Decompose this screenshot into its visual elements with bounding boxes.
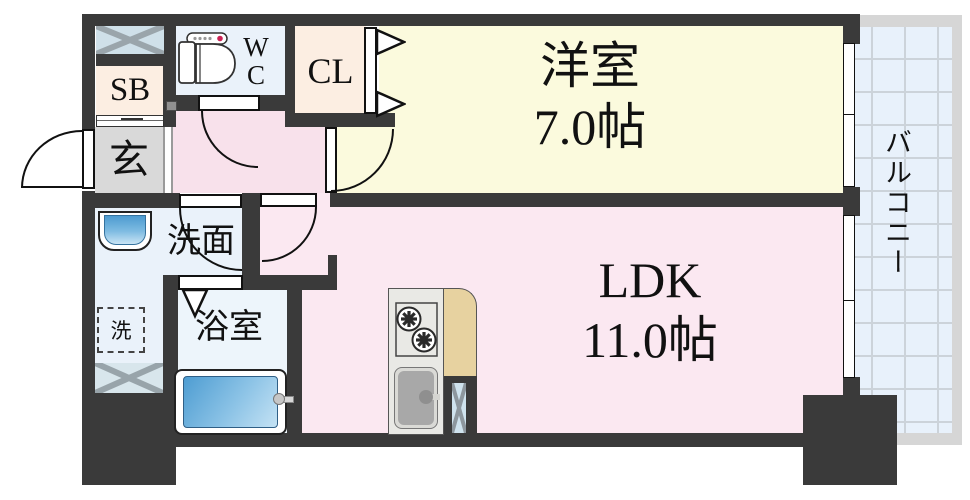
wall: [243, 275, 337, 290]
western-room-floor: [379, 26, 843, 193]
closet-label: CL: [307, 51, 354, 91]
toilet-icon: [178, 32, 236, 84]
wall: [287, 287, 302, 435]
wall: [328, 255, 337, 276]
bathroom-label: 浴室: [195, 309, 263, 346]
wc-door: [198, 95, 260, 111]
door-stop-post: [166, 101, 177, 111]
laundry-label: 洗: [110, 319, 132, 343]
room-name: 洋室: [540, 38, 640, 94]
room-name: LDK: [598, 252, 702, 308]
kitchen-counter-beige: [444, 288, 477, 376]
closet-door: [364, 27, 377, 114]
wall: [82, 14, 95, 129]
wc-label: W C: [243, 32, 269, 91]
bathroom-door-swing-icon: [181, 289, 209, 319]
bathtub-faucet-icon: [273, 393, 285, 405]
balcony-floor: [855, 27, 952, 433]
entrance-door: [82, 129, 95, 189]
sink-faucet-icon: [419, 390, 433, 404]
room-size: 7.0帖: [533, 99, 647, 155]
bathtub-water: [183, 376, 278, 428]
entrance-door-arc: [21, 130, 82, 188]
kitchen-sink: [394, 367, 438, 429]
wall: [163, 14, 176, 127]
balcony-label: バルコニー: [881, 128, 911, 278]
washroom-label: 洗面: [167, 223, 235, 260]
shoebox-label: SB: [109, 72, 151, 108]
entrance-floor: [95, 127, 163, 193]
shoebox-floor: [96, 66, 164, 115]
wall: [96, 54, 164, 66]
room-size: 11.0帖: [582, 312, 718, 368]
shoe-shelf: [96, 115, 164, 127]
wall: [843, 14, 860, 44]
wall: [176, 433, 808, 447]
washroom-door: [179, 194, 242, 208]
wall: [82, 191, 95, 393]
wall: [285, 113, 395, 127]
entrance-label: 玄: [109, 137, 149, 182]
shaft-x-icon: [96, 26, 164, 54]
washbasin-icon: [98, 211, 152, 251]
stove-icon: [395, 302, 438, 357]
window-western-room: [843, 43, 855, 187]
wall: [82, 14, 860, 26]
pillar: [82, 393, 176, 485]
bathroom-door: [178, 275, 243, 290]
window-ldk: [843, 215, 855, 378]
ldk-floor: [260, 193, 843, 433]
closet-floor: [295, 26, 366, 113]
entrance-step: [163, 127, 173, 193]
ldk-door: [260, 193, 317, 207]
pipe-space-x-icon: [452, 383, 466, 433]
closet-door-swing-icon: [376, 28, 406, 118]
shaft-x-icon: [95, 363, 163, 393]
wall: [330, 193, 860, 207]
sink-faucet-icon: [427, 394, 440, 400]
wall: [242, 193, 260, 290]
wall: [95, 193, 180, 208]
western-room-label: 洋室 7.0帖: [415, 36, 765, 158]
wall: [843, 377, 860, 447]
ldk-label: LDK 11.0帖: [460, 250, 840, 370]
wall: [285, 14, 295, 127]
laundry-space: [97, 307, 145, 353]
washroom-floor: [95, 290, 163, 363]
